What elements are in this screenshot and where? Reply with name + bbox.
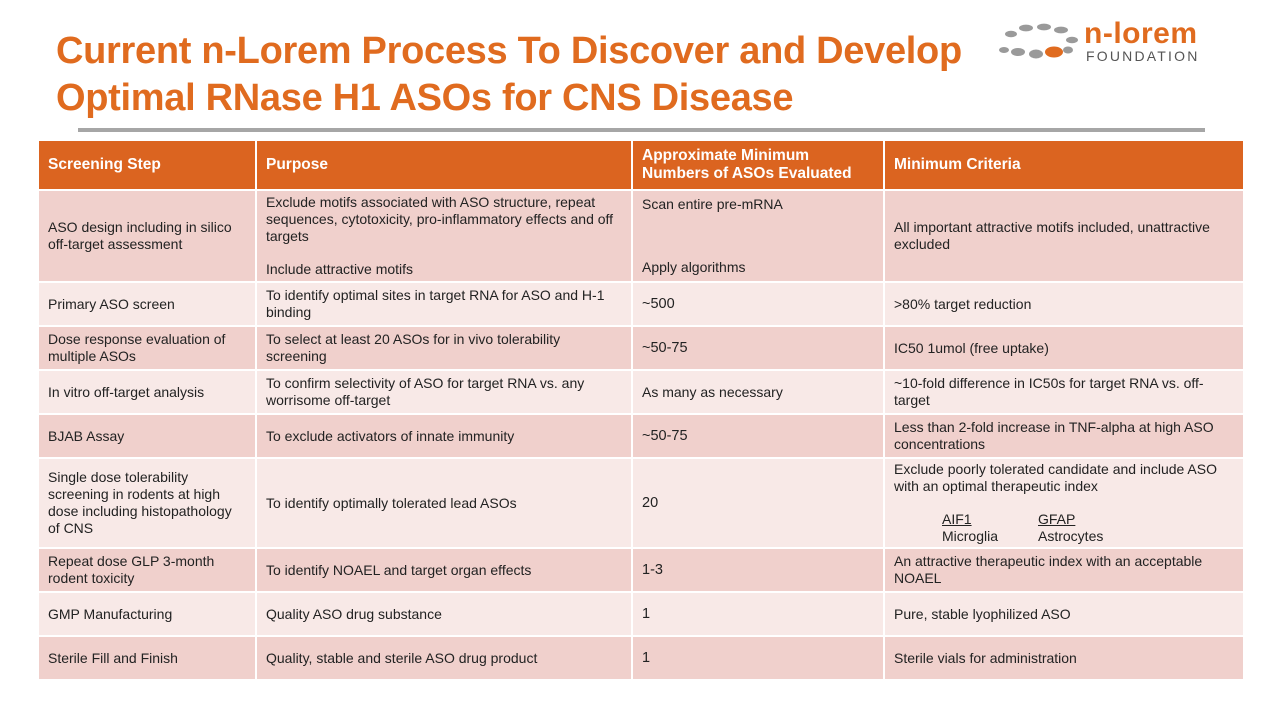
cell-purpose: To identify NOAEL and target organ effec… (255, 547, 633, 593)
table-row: In vitro off-target analysis To confirm … (37, 369, 1245, 415)
cell-criteria: An attractive therapeutic index with an … (883, 547, 1245, 593)
cell-count: Scan entire pre-mRNA Apply algorithms (631, 189, 885, 283)
n-lorem-logo: n-lorem FOUNDATION (996, 14, 1216, 68)
count-text: Scan entire pre-mRNA (642, 196, 783, 212)
marker-cell-type: Microglia (942, 528, 999, 544)
table-row: Primary ASO screen To identify optimal s… (37, 281, 1245, 327)
cell-count: As many as necessary (631, 369, 885, 415)
cell-criteria: Less than 2-fold increase in TNF-alpha a… (883, 413, 1245, 459)
cell-count: 1 (631, 635, 885, 681)
title-divider (78, 128, 1205, 132)
cell-count: ~50-75 (631, 325, 885, 371)
cell-count: 1 (631, 591, 885, 637)
marker-name: GFAP (1038, 511, 1076, 527)
header-purpose: Purpose (255, 139, 633, 191)
screening-table: Screening Step Purpose Approximate Minim… (37, 139, 1245, 681)
cell-step: Primary ASO screen (37, 281, 257, 327)
cell-count: 1-3 (631, 547, 885, 593)
cell-purpose: To identify optimally tolerated lead ASO… (255, 457, 633, 549)
marker-name: AIF1 (942, 511, 972, 527)
table-row: ASO design including in silico off-targe… (37, 189, 1245, 283)
table-row: GMP Manufacturing Quality ASO drug subst… (37, 591, 1245, 637)
marker-table: AIF1 GFAP Microglia Astrocytes (942, 511, 1234, 545)
logo-subtitle: FOUNDATION (1086, 48, 1200, 64)
purpose-extra-text: Include attractive motifs (266, 261, 414, 277)
cell-count: ~500 (631, 281, 885, 327)
criteria-text: Exclude poorly tolerated candidate and i… (894, 461, 1217, 494)
cell-purpose: Exclude motifs associated with ASO struc… (255, 189, 633, 283)
cell-count: ~50-75 (631, 413, 885, 459)
slide-title-line-2: Optimal RNase H1 ASOs for CNS Disease (56, 77, 794, 119)
table-header-row: Screening Step Purpose Approximate Minim… (37, 139, 1245, 191)
header-minimum-criteria: Minimum Criteria (883, 139, 1245, 191)
count-extra-text: Apply algorithms (642, 259, 746, 275)
slide-title-line-1: Current n-Lorem Process To Discover and … (56, 30, 962, 72)
cell-purpose: Quality ASO drug substance (255, 591, 633, 637)
purpose-text: Exclude motifs associated with ASO struc… (266, 194, 614, 244)
cell-purpose: To confirm selectivity of ASO for target… (255, 369, 633, 415)
slide-title: Current n-Lorem Process To Discover and … (56, 28, 962, 122)
cell-criteria: All important attractive motifs included… (883, 189, 1245, 283)
cell-step: GMP Manufacturing (37, 591, 257, 637)
cell-criteria: Pure, stable lyophilized ASO (883, 591, 1245, 637)
cell-criteria: ~10-fold difference in IC50s for target … (883, 369, 1245, 415)
cell-criteria: IC50 1umol (free uptake) (883, 325, 1245, 371)
header-screening-step: Screening Step (37, 139, 257, 191)
table-row: BJAB Assay To exclude activators of inna… (37, 413, 1245, 459)
ring-dots-logo-icon (999, 23, 1078, 59)
cell-purpose: Quality, stable and sterile ASO drug pro… (255, 635, 633, 681)
marker-cell-type: Astrocytes (1038, 528, 1104, 544)
cell-criteria: Exclude poorly tolerated candidate and i… (883, 457, 1245, 549)
cell-step: ASO design including in silico off-targe… (37, 189, 257, 283)
table-row: Repeat dose GLP 3-month rodent toxicity … (37, 547, 1245, 593)
cell-count: 20 (631, 457, 885, 549)
cell-step: Repeat dose GLP 3-month rodent toxicity (37, 547, 257, 593)
header-approx-min-asos: Approximate Minimum Numbers of ASOs Eval… (631, 139, 885, 191)
table-row: Sterile Fill and Finish Quality, stable … (37, 635, 1245, 681)
cell-purpose: To exclude activators of innate immunity (255, 413, 633, 459)
cell-step: BJAB Assay (37, 413, 257, 459)
table-row: Single dose tolerability screening in ro… (37, 457, 1245, 549)
cell-purpose: To select at least 20 ASOs for in vivo t… (255, 325, 633, 371)
cell-criteria: >80% target reduction (883, 281, 1245, 327)
cell-purpose: To identify optimal sites in target RNA … (255, 281, 633, 327)
cell-step: Single dose tolerability screening in ro… (37, 457, 257, 549)
cell-step: Dose response evaluation of multiple ASO… (37, 325, 257, 371)
logo-name: n-lorem (1084, 17, 1198, 50)
cell-criteria: Sterile vials for administration (883, 635, 1245, 681)
cell-step: In vitro off-target analysis (37, 369, 257, 415)
cell-step: Sterile Fill and Finish (37, 635, 257, 681)
table-row: Dose response evaluation of multiple ASO… (37, 325, 1245, 371)
